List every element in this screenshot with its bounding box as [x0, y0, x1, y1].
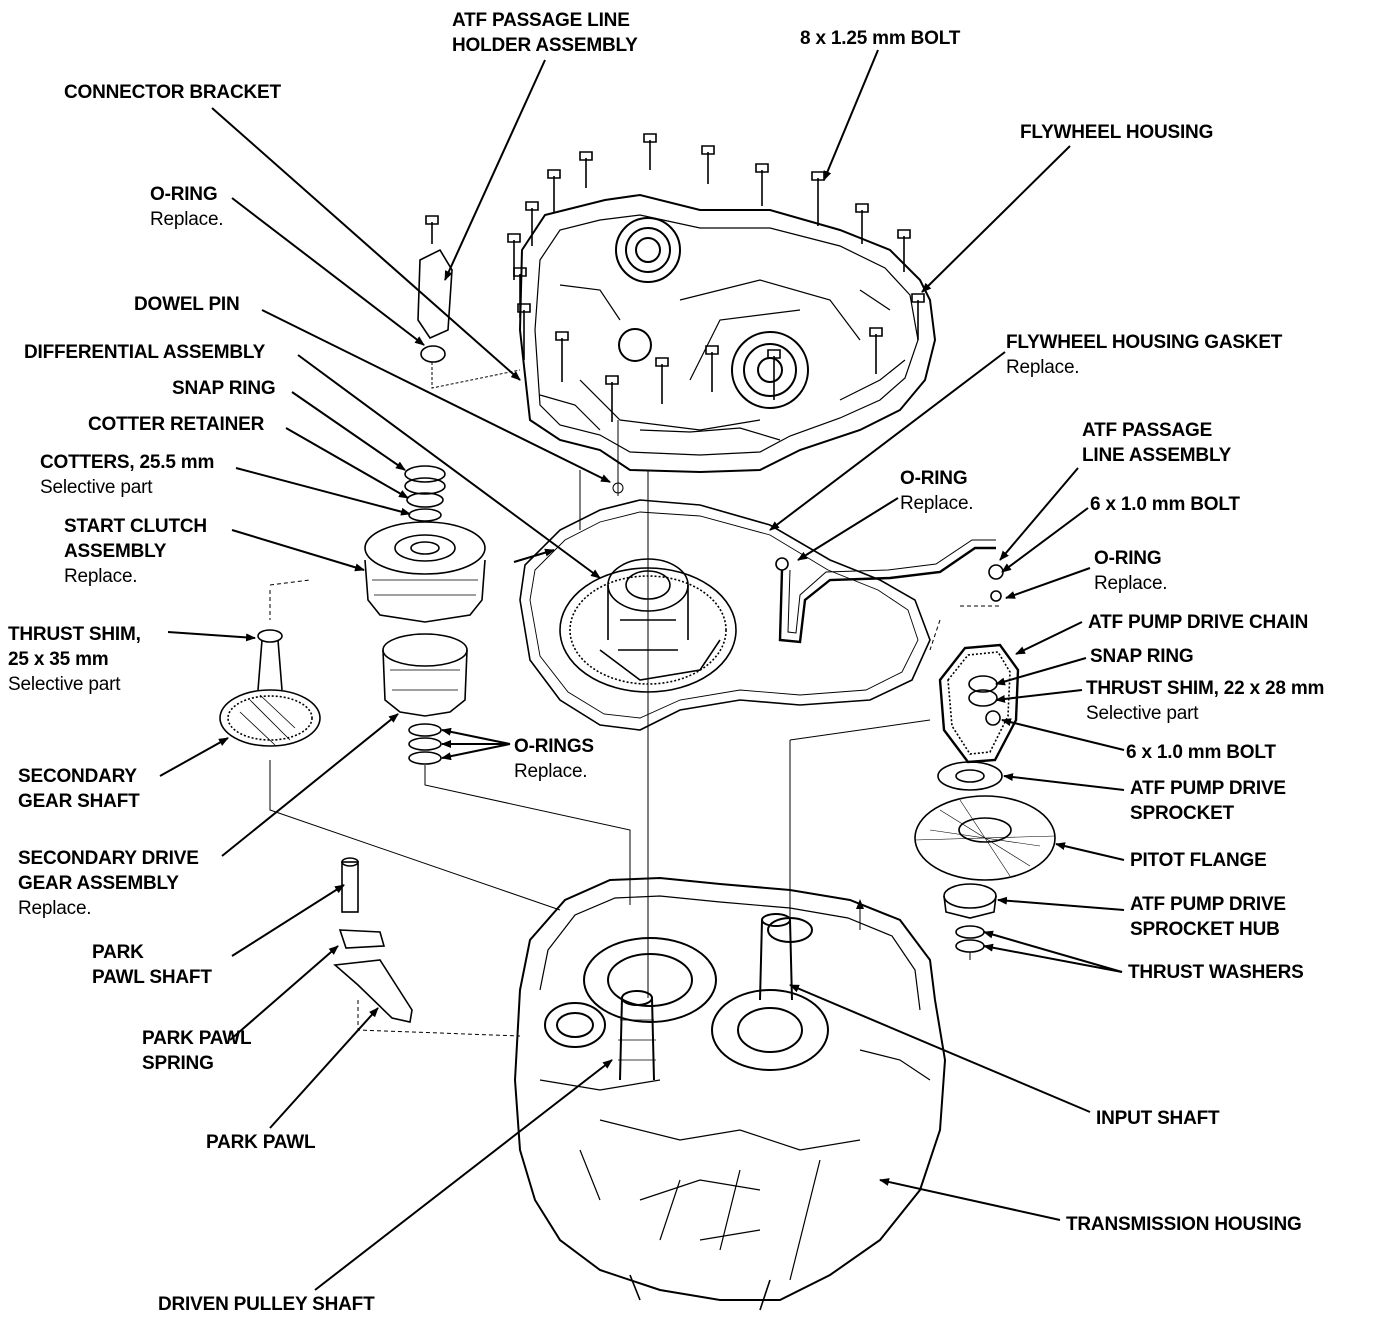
label-input-shaft: INPUT SHAFT — [1096, 1106, 1220, 1131]
alignment-lines — [579, 420, 931, 998]
label-line: PARK PAWL — [142, 1028, 252, 1049]
left-component-stack — [219, 465, 631, 1037]
label-snap-ring-left: SNAP RING — [172, 376, 276, 401]
label-atf-passage-line-holder-assembly: ATF PASSAGE LINE HOLDER ASSEMBLY — [452, 8, 638, 58]
label-6x10-bolt-bottom: 6 x 1.0 mm BOLT — [1126, 740, 1276, 765]
label-line: DIFFERENTIAL ASSEMBLY — [24, 342, 266, 363]
label-line: SNAP RING — [172, 378, 276, 399]
label-secondary-gear-shaft: SECONDARY GEAR SHAFT — [18, 764, 140, 814]
label-o-ring-top: O-RING Replace. — [150, 182, 224, 232]
label-line: ATF PUMP DRIVE — [1130, 778, 1286, 799]
label-cotter-retainer: COTTER RETAINER — [88, 412, 264, 437]
label-line: SECONDARY DRIVE — [18, 848, 199, 869]
label-line: FLYWHEEL HOUSING GASKET — [1006, 332, 1283, 353]
label-start-clutch-assembly: START CLUTCH ASSEMBLY Replace. — [64, 514, 207, 589]
label-line: O-RING — [150, 184, 218, 205]
label-line: DOWEL PIN — [134, 294, 240, 315]
label-line: SPROCKET HUB — [1130, 919, 1280, 940]
label-line: ATF PASSAGE — [1082, 420, 1213, 441]
label-transmission-housing: TRANSMISSION HOUSING — [1066, 1212, 1302, 1237]
label-line: THRUST SHIM, — [8, 624, 141, 645]
label-line: PITOT FLANGE — [1130, 850, 1267, 871]
label-atf-pump-drive-chain: ATF PUMP DRIVE CHAIN — [1088, 610, 1308, 635]
label-park-pawl: PARK PAWL — [206, 1130, 316, 1155]
label-line: THRUST SHIM, 22 x 28 mm — [1086, 678, 1325, 699]
label-line: PARK — [92, 942, 144, 963]
label-6x10-bolt-top: 6 x 1.0 mm BOLT — [1090, 492, 1240, 517]
label-line: COTTER RETAINER — [88, 414, 265, 435]
flywheel-housing-part — [417, 133, 937, 474]
label-flywheel-housing: FLYWHEEL HOUSING — [1020, 120, 1213, 145]
label-line: PARK PAWL — [206, 1132, 316, 1153]
label-driven-pulley-shaft: DRIVEN PULLEY SHAFT — [158, 1292, 375, 1317]
label-o-ring-middle: O-RING Replace. — [900, 466, 974, 516]
label-note: Selective part — [40, 477, 153, 498]
label-8x125-bolt: 8 x 1.25 mm BOLT — [800, 26, 960, 51]
label-line: GEAR SHAFT — [18, 791, 140, 812]
label-line: 25 x 35 mm — [8, 649, 109, 670]
label-note: Replace. — [18, 898, 92, 919]
label-line: FLYWHEEL HOUSING — [1020, 122, 1214, 143]
label-line: DRIVEN PULLEY SHAFT — [158, 1294, 375, 1315]
label-line: LINE ASSEMBLY — [1082, 445, 1232, 466]
label-snap-ring-right: SNAP RING — [1090, 644, 1194, 669]
label-line: O-RINGS — [514, 736, 594, 757]
label-park-pawl-shaft: PARK PAWL SHAFT — [92, 940, 212, 990]
label-pitot-flange: PITOT FLANGE — [1130, 848, 1267, 873]
label-line: TRANSMISSION HOUSING — [1066, 1214, 1302, 1235]
label-thrust-shim-right: THRUST SHIM, 22 x 28 mm Selective part — [1086, 676, 1324, 726]
label-atf-pump-drive-sprocket: ATF PUMP DRIVE SPROCKET — [1130, 776, 1286, 826]
label-connector-bracket: CONNECTOR BRACKET — [64, 80, 281, 105]
label-line: O-RING — [1094, 548, 1162, 569]
label-line: START CLUTCH — [64, 516, 207, 537]
label-note: Replace. — [900, 493, 974, 514]
label-line: 6 x 1.0 mm BOLT — [1126, 742, 1276, 763]
leader-lines — [159, 49, 1125, 1291]
label-dowel-pin: DOWEL PIN — [134, 292, 240, 317]
label-thrust-washers: THRUST WASHERS — [1128, 960, 1304, 985]
label-note: Selective part — [1086, 703, 1199, 724]
label-line: THRUST WASHERS — [1128, 962, 1304, 983]
label-line: SPROCKET — [1130, 803, 1234, 824]
label-line: 6 x 1.0 mm BOLT — [1090, 494, 1240, 515]
label-line: 8 x 1.25 mm BOLT — [800, 28, 961, 49]
label-atf-pump-drive-sprocket-hub: ATF PUMP DRIVE SPROCKET HUB — [1130, 892, 1286, 942]
label-line: HOLDER ASSEMBLY — [452, 35, 638, 56]
label-line: GEAR ASSEMBLY — [18, 873, 179, 894]
right-component-stack — [914, 605, 1056, 960]
label-line: O-RING — [900, 468, 968, 489]
label-line: COTTERS, 25.5 mm — [40, 452, 215, 473]
label-note: Replace. — [1094, 573, 1168, 594]
label-line: SNAP RING — [1090, 646, 1194, 667]
label-note: Replace. — [150, 209, 224, 230]
label-park-pawl-spring: PARK PAWL SPRING — [142, 1026, 252, 1076]
label-line: ATF PASSAGE LINE — [452, 10, 630, 31]
label-differential-assembly: DIFFERENTIAL ASSEMBLY — [24, 340, 265, 365]
label-o-rings: O-RINGS Replace. — [514, 734, 594, 784]
label-note: Replace. — [64, 566, 138, 587]
label-line: PAWL SHAFT — [92, 967, 212, 988]
label-note: Replace. — [514, 761, 588, 782]
label-line: ATF PUMP DRIVE CHAIN — [1088, 612, 1309, 633]
label-line: ASSEMBLY — [64, 541, 167, 562]
label-line: SECONDARY — [18, 766, 137, 787]
label-line: SPRING — [142, 1053, 214, 1074]
label-o-ring-right: O-RING Replace. — [1094, 546, 1168, 596]
label-cotters: COTTERS, 25.5 mm Selective part — [40, 450, 214, 500]
label-line: INPUT SHAFT — [1096, 1108, 1220, 1129]
flywheel-housing-gasket-part — [519, 499, 1004, 731]
label-note: Replace. — [1006, 357, 1080, 378]
label-line: CONNECTOR BRACKET — [64, 82, 281, 103]
label-flywheel-housing-gasket: FLYWHEEL HOUSING GASKET Replace. — [1006, 330, 1282, 380]
transmission-housing-part — [513, 876, 947, 1311]
label-note: Selective part — [8, 674, 121, 695]
label-atf-passage-line-assembly: ATF PASSAGE LINE ASSEMBLY — [1082, 418, 1231, 468]
label-line: ATF PUMP DRIVE — [1130, 894, 1286, 915]
label-thrust-shim-left: THRUST SHIM, 25 x 35 mm Selective part — [8, 622, 141, 697]
label-secondary-drive-gear-assembly: SECONDARY DRIVE GEAR ASSEMBLY Replace. — [18, 846, 199, 921]
